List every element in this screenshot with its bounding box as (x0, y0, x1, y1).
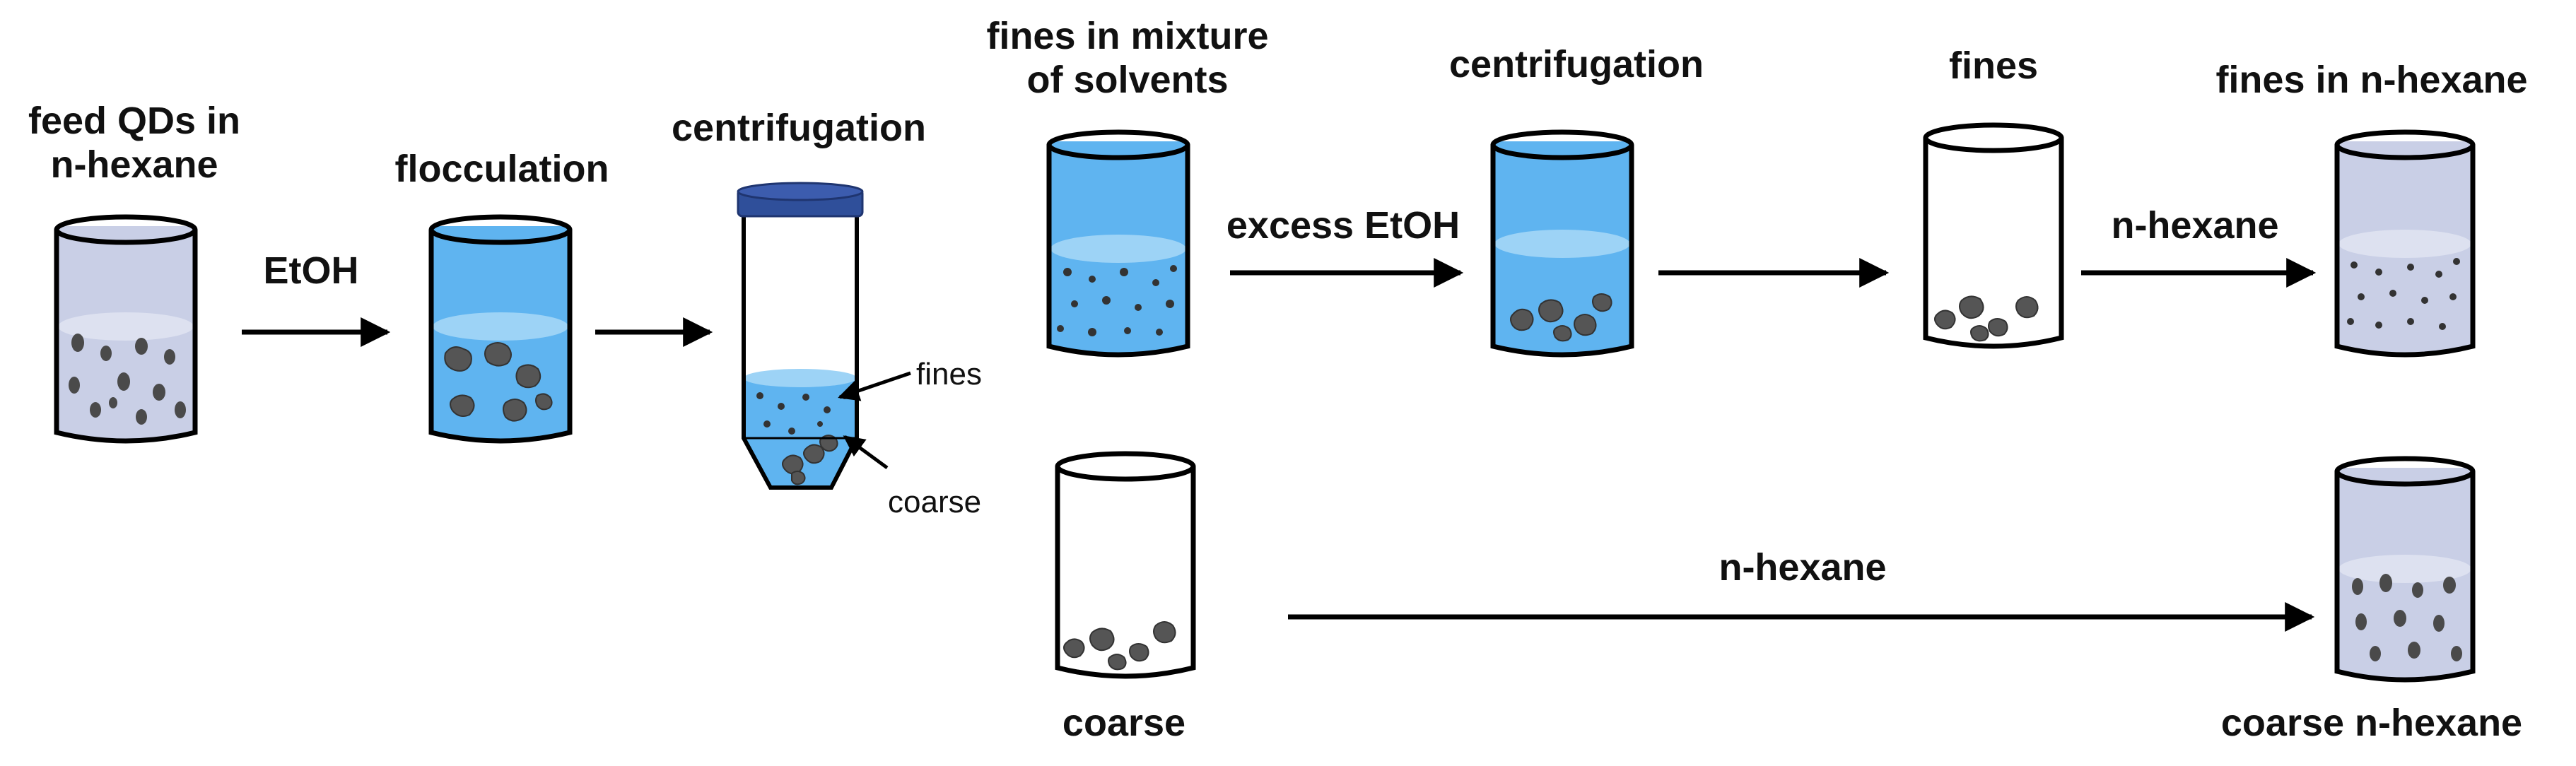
beaker-coarse-hexane (2334, 456, 2476, 683)
callout-coarse-arrow (843, 435, 889, 470)
arrow-label-nhexane-1: n-hexane (2111, 204, 2279, 247)
label-fines: fines (1948, 45, 2039, 87)
beaker-feed (54, 214, 198, 444)
callout-fines: fines (916, 357, 982, 391)
label-fines-mixture: fines in mixture of solvents (986, 15, 1269, 101)
arrow-label-etoh: EtOH (263, 249, 359, 292)
beaker-flocculation (428, 214, 573, 444)
arrow-label-excess-etoh: excess EtOH (1226, 204, 1460, 247)
label-flocculation: flocculation (394, 148, 609, 190)
beaker-centrifugation-2 (1490, 129, 1634, 358)
label-centrifugation-1: centrifugation (672, 107, 926, 149)
beaker-fines-mixture (1046, 129, 1190, 358)
beaker-fines-hexane (2334, 129, 2476, 358)
feed-particles (69, 334, 186, 425)
beaker-coarse (1055, 451, 1196, 679)
centrifuge-tube (737, 182, 911, 490)
beaker-fines (1923, 122, 2064, 349)
label-feed: feed QDs in n-hexane (28, 100, 241, 186)
label-coarse-hexane: coarse n-hexane (2220, 702, 2523, 744)
label-fines-hexane: fines in n-hexane (2215, 59, 2528, 101)
arrow-label-nhexane-2: n-hexane (1719, 546, 1887, 589)
callout-coarse: coarse (888, 485, 982, 519)
label-coarse: coarse (1062, 702, 1186, 744)
label-centrifugation-2: centrifugation (1449, 43, 1704, 86)
callout-fines-arrow (838, 371, 911, 401)
